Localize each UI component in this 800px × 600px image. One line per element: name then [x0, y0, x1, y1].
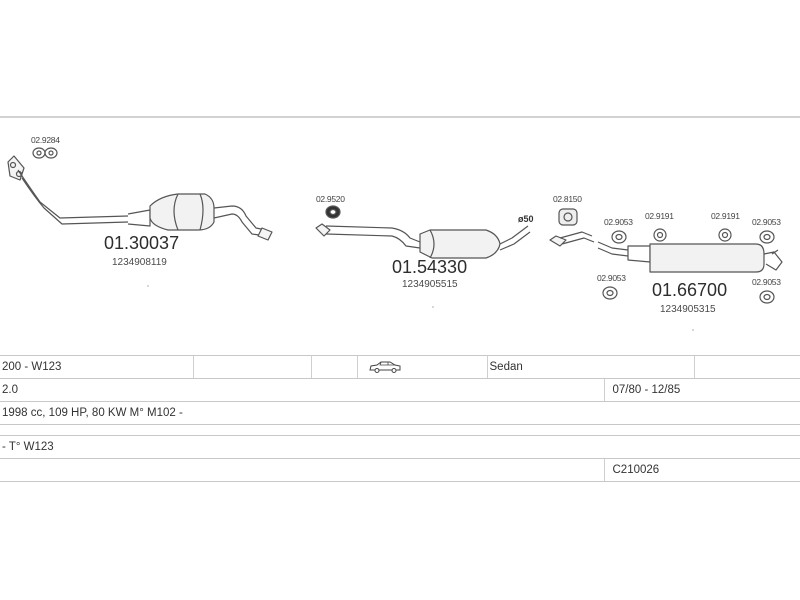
rubber-ring-icons [602, 228, 775, 304]
label-02-9191-b: 02.9191 [711, 211, 740, 221]
label-02-9284: 02.9284 [31, 135, 60, 145]
part-ref-1: 1234908119 [112, 257, 167, 268]
diameter-label: ø50 [518, 214, 534, 224]
part-number-3: 01.66700 [652, 280, 727, 300]
part-number-1: 01.30037 [104, 233, 179, 253]
holder-02-8150-icon [558, 208, 578, 226]
part-ref-3: 1234905315 [660, 304, 716, 315]
top-divider [0, 116, 800, 118]
spec-row-empty [0, 424, 800, 436]
type-cell: - T° W123 [0, 435, 800, 459]
label-02-9520: 02.9520 [316, 194, 345, 204]
model-cell: 200 - W123 [0, 355, 194, 379]
body-cell: Sedan [487, 355, 695, 379]
dot-marks [147, 285, 694, 331]
gasket-02-9284-icon [32, 147, 58, 159]
clamp-02-9520-icon [325, 205, 341, 219]
label-02-9053-d: 02.9053 [752, 277, 781, 287]
code-cell: C210026 [604, 458, 800, 482]
part-ref-2: 1234905515 [402, 279, 458, 290]
spec-row-code: C210026 [0, 458, 800, 482]
exhaust-diagram: 02.9284 01.30037 1234908119 02.9520 ø50 … [7, 135, 783, 331]
vehicle-spec-table: 200 - W123 Sedan 2.0 07/80 - 12/85 1998 … [0, 355, 800, 482]
label-02-8150: 02.8150 [553, 194, 582, 204]
front-pipe-catalyst [7, 155, 273, 241]
middle-silencer [315, 223, 531, 259]
spec-row-model: 200 - W123 Sedan [0, 355, 800, 379]
spec-row-details: 1998 cc, 109 HP, 80 KW M° M102 - [0, 401, 800, 425]
car-sedan-icon [368, 361, 400, 373]
spec-row-type: - T° W123 [0, 435, 800, 459]
spec-row-engine: 2.0 07/80 - 12/85 [0, 378, 800, 402]
label-02-9053-b: 02.9053 [752, 217, 781, 227]
rear-silencer [549, 231, 783, 273]
details-cell: 1998 cc, 109 HP, 80 KW M° M102 - [0, 401, 800, 425]
label-02-9053-a: 02.9053 [604, 217, 633, 227]
label-02-9053-c: 02.9053 [597, 273, 626, 283]
label-02-9191-a: 02.9191 [645, 211, 674, 221]
engine-cell: 2.0 [0, 378, 605, 402]
date-cell: 07/80 - 12/85 [604, 378, 800, 402]
part-number-2: 01.54330 [392, 257, 467, 277]
